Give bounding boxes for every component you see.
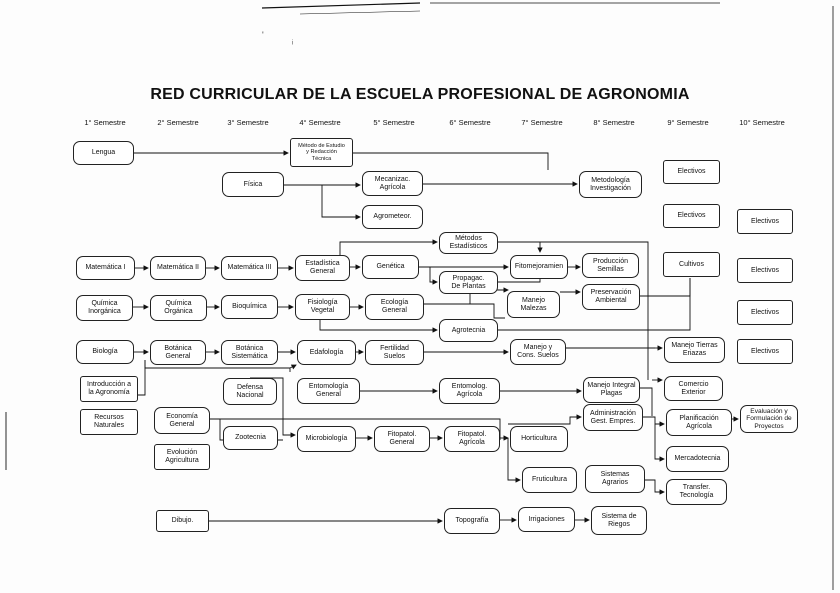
course-entomolog-agricola: Entomolog. Agrícola bbox=[439, 378, 500, 404]
course-dibujo: Dibujo. bbox=[156, 510, 209, 532]
course-microbiologia: Microbiología bbox=[297, 426, 356, 452]
course-transfer-tecnologia: Transfer. Tecnología bbox=[666, 479, 727, 505]
course-zootecnia: Zootecnia bbox=[223, 426, 278, 450]
semester-header-5: 5° Semestre bbox=[373, 118, 415, 127]
semester-header-6: 6° Semestre bbox=[449, 118, 491, 127]
course-produccion-semillas: Producción Semillas bbox=[582, 253, 639, 278]
course-defensa-nacional: Defensa Nacional bbox=[223, 378, 277, 405]
course-introduccion-agronomia: Introducción a la Agronomía bbox=[80, 376, 138, 402]
course-topografia: Topografía bbox=[444, 508, 500, 534]
course-manejo-tierras-eriazas: Manejo Tierras Eriazas bbox=[664, 337, 725, 363]
course-comercio-exterior: Comercio Exterior bbox=[664, 376, 723, 401]
course-evolucion-agricultura: Evolución Agricultura bbox=[154, 444, 210, 470]
course-genetica: Genética bbox=[362, 255, 419, 279]
semester-header-3: 3° Semestre bbox=[227, 118, 269, 127]
scan-mark: ᵢ bbox=[292, 36, 294, 46]
semester-header-9: 9° Semestre bbox=[667, 118, 709, 127]
course-irrigaciones: Irrigaciones bbox=[518, 507, 575, 532]
course-manejo-malezas: Manejo Malezas bbox=[507, 291, 560, 318]
course-electivos-10d: Electivos bbox=[737, 339, 793, 364]
course-electivos-10c: Electivos bbox=[737, 300, 793, 325]
course-lengua: Lengua bbox=[73, 141, 134, 165]
course-administracion-gest-empres: Administración Gest. Empres. bbox=[583, 404, 643, 431]
course-fisiologia-vegetal: Fisiología Vegetal bbox=[295, 294, 350, 320]
course-agrometeor: Agrometeor. bbox=[362, 205, 423, 229]
course-cultivos: Cultivos bbox=[663, 252, 720, 277]
semester-header-8: 8° Semestre bbox=[593, 118, 635, 127]
course-sistema-riegos: Sistema de Riegos bbox=[591, 506, 647, 535]
course-electivos-9a: Electivos bbox=[663, 160, 720, 184]
course-botanica-general: Botánica General bbox=[150, 340, 206, 365]
course-matematica-2: Matemática II bbox=[150, 256, 206, 280]
course-horticultura: Horticultura bbox=[510, 426, 568, 452]
course-quimica-organica: Química Orgánica bbox=[150, 295, 207, 321]
semester-header-7: 7° Semestre bbox=[521, 118, 563, 127]
course-matematica-1: Matemática I bbox=[76, 256, 135, 280]
course-fisica: Física bbox=[222, 172, 284, 197]
course-mecanizac-agricola: Mecanizac. Agrícola bbox=[362, 171, 423, 196]
scan-mark: ʹ bbox=[262, 30, 264, 40]
semester-header-2: 2° Semestre bbox=[157, 118, 199, 127]
course-quimica-inorganica: Química Inorgánica bbox=[76, 295, 133, 321]
course-metodos-estadisticos: Métodos Estadísticos bbox=[439, 232, 498, 254]
course-economia-general: Economía General bbox=[154, 407, 210, 434]
course-agrotecnia: Agrotecnia bbox=[439, 319, 498, 342]
course-edafologia: Edafología bbox=[297, 340, 356, 365]
course-mercadotecnia: Mercadotecnia bbox=[666, 446, 729, 472]
course-fitopatol-general: Fitopatol. General bbox=[374, 426, 430, 452]
course-fitomejoramiento: Fitomejoramien bbox=[510, 255, 568, 279]
semester-header-10: 10° Semestre bbox=[739, 118, 785, 127]
course-matematica-3: Matemática III bbox=[221, 256, 278, 280]
course-electivos-10a: Electivos bbox=[737, 209, 793, 234]
course-entomologia-general: Entomología General bbox=[297, 378, 360, 404]
course-metodologia-investigacion: Metodología Investigación bbox=[579, 171, 642, 198]
course-estadistica-general: Estadística General bbox=[295, 255, 350, 281]
course-manejo-cons-suelos: Manejo y Cons. Suelos bbox=[510, 339, 566, 365]
course-metodo-estudio: Método de Estudio y Redacción Técnica bbox=[290, 138, 353, 167]
semester-header-4: 4° Semestre bbox=[299, 118, 341, 127]
course-recursos-naturales: Recursos Naturales bbox=[80, 409, 138, 435]
course-fruticultura: Fruticultura bbox=[522, 467, 577, 493]
course-ecologia-general: Ecología General bbox=[365, 294, 424, 320]
course-electivos-9b: Electivos bbox=[663, 204, 720, 228]
course-biologia: Biología bbox=[76, 340, 134, 364]
course-planificacion-agricola: Planificación Agrícola bbox=[666, 409, 732, 436]
course-botanica-sistematica: Botánica Sistemática bbox=[221, 340, 278, 365]
course-bioquimica: Bioquímica bbox=[221, 295, 278, 319]
course-preservacion-ambiental: Preservación Ambiental bbox=[582, 284, 640, 310]
page-title: RED CURRICULAR DE LA ESCUELA PROFESIONAL… bbox=[150, 86, 690, 103]
course-manejo-integral-plagas: Manejo Integral Plagas bbox=[583, 377, 640, 403]
course-evaluacion-proyectos: Evaluación y Formulación de Proyectos bbox=[740, 405, 798, 433]
course-electivos-10b: Electivos bbox=[737, 258, 793, 283]
semester-header-1: 1° Semestre bbox=[84, 118, 126, 127]
course-sistemas-agrarios: Sistemas Agrarios bbox=[585, 465, 645, 493]
course-fitopatol-agricola: Fitopatol. Agrícola bbox=[444, 426, 500, 452]
course-fertilidad-suelos: Fertilidad Suelos bbox=[365, 340, 424, 365]
course-propagac-plantas: Propagac. De Plantas bbox=[439, 271, 498, 294]
